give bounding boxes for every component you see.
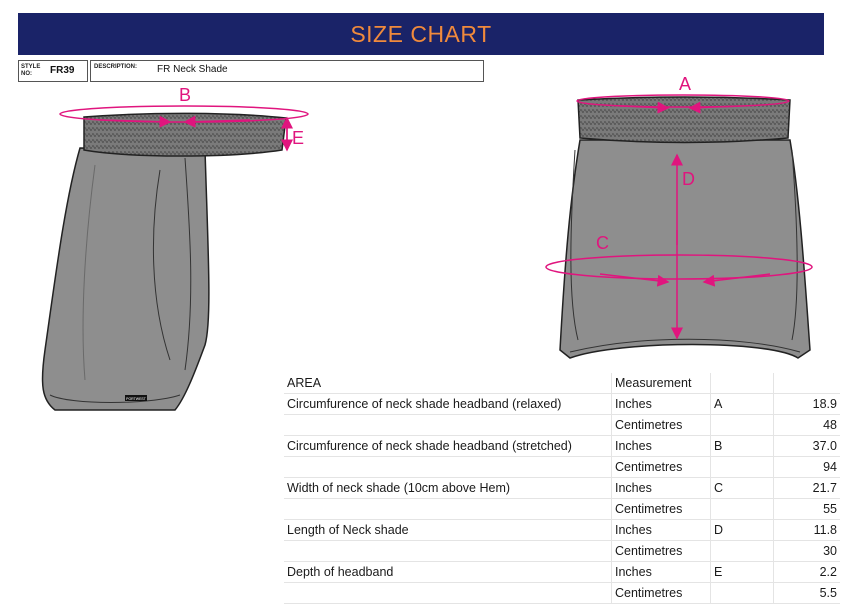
front-view-garment (559, 96, 811, 359)
measure-b-arrow-left (99, 115, 172, 128)
table-header-row: AREA Measurement (284, 373, 840, 394)
table-row: Width of neck shade (10cm above Hem) Inc… (284, 477, 840, 499)
row-unit: Inches (611, 477, 711, 499)
row-area: Circumfurence of neck shade headband (st… (284, 435, 612, 457)
row-area (284, 414, 612, 436)
measurement-table: AREA Measurement Circumfurence of neck s… (284, 373, 840, 604)
row-area (284, 456, 612, 478)
row-area: Circumfurence of neck shade headband (re… (284, 393, 612, 415)
row-unit: Centimetres (611, 582, 711, 604)
row-unit: Centimetres (611, 540, 711, 562)
measure-c-arrow-right (702, 273, 771, 287)
measure-a-arrow-right (688, 101, 741, 114)
measure-a-ring (576, 94, 790, 108)
row-value: 21.7 (773, 477, 840, 499)
row-unit: Inches (611, 393, 711, 415)
row-area (284, 582, 612, 604)
row-code: E (710, 561, 774, 583)
marker-b: B (179, 85, 192, 105)
style-number: FR39 (50, 65, 75, 76)
table-row: Centimetres 5.5 (284, 582, 840, 604)
row-area: Depth of headband (284, 561, 612, 583)
brand-tag-text: PORTWEST (126, 397, 147, 401)
table-row: Centimetres 48 (284, 414, 840, 436)
row-code: D (710, 519, 774, 541)
row-value: 55 (773, 498, 840, 520)
table-row: Depth of headband Inches E 2.2 (284, 561, 840, 583)
style-number-box: STYLE NO: FR39 (18, 60, 88, 82)
row-code (710, 414, 774, 436)
row-unit: Centimetres (611, 498, 711, 520)
row-code: C (710, 477, 774, 499)
table-row: Circumfurence of neck shade headband (st… (284, 435, 840, 457)
row-area: Width of neck shade (10cm above Hem) (284, 477, 612, 499)
page-title: SIZE CHART (350, 20, 492, 47)
row-code (710, 498, 774, 520)
style-label-line1: STYLE (21, 64, 41, 70)
description-value: FR Neck Shade (157, 64, 228, 75)
marker-a: A (679, 74, 692, 94)
row-area: Length of Neck shade (284, 519, 612, 541)
row-code: B (710, 435, 774, 457)
row-value: 5.5 (773, 582, 840, 604)
side-view-garment: PORTWEST (41, 112, 287, 411)
row-value: 48 (773, 414, 840, 436)
table-row: Centimetres 30 (284, 540, 840, 562)
description-label: DESCRIPTION: (94, 64, 138, 70)
marker-d: D (682, 169, 695, 189)
row-code: A (710, 393, 774, 415)
header-area: AREA (284, 373, 612, 394)
row-unit: Inches (611, 519, 711, 541)
brand-tag (125, 395, 147, 401)
table-row: Circumfurence of neck shade headband (re… (284, 393, 840, 415)
measure-c-ring (545, 254, 813, 280)
front-headband (577, 96, 791, 144)
row-area (284, 498, 612, 520)
row-unit: Inches (611, 561, 711, 583)
row-unit: Inches (611, 435, 711, 457)
row-value: 37.0 (773, 435, 840, 457)
measure-a-arrow-left (619, 101, 670, 114)
table-row: Centimetres 55 (284, 498, 840, 520)
row-area (284, 540, 612, 562)
row-value: 11.8 (773, 519, 840, 541)
row-unit: Centimetres (611, 456, 711, 478)
row-unit: Centimetres (611, 414, 711, 436)
row-code (710, 456, 774, 478)
measure-b-arrow-right (183, 115, 251, 128)
measure-c-arrow-left (599, 273, 670, 287)
row-code (710, 540, 774, 562)
description-box: DESCRIPTION: FR Neck Shade (90, 60, 484, 82)
table-row: Length of Neck shade Inches D 11.8 (284, 519, 840, 541)
marker-e: E (292, 128, 305, 148)
row-value: 30 (773, 540, 840, 562)
header-measurement: Measurement (611, 373, 711, 394)
row-value: 2.2 (773, 561, 840, 583)
table-row: Centimetres 94 (284, 456, 840, 478)
style-label-line2: NO: (21, 71, 32, 77)
title-banner: SIZE CHART (18, 13, 824, 55)
marker-c: C (596, 233, 609, 253)
row-value: 18.9 (773, 393, 840, 415)
row-value: 94 (773, 456, 840, 478)
row-code (710, 582, 774, 604)
